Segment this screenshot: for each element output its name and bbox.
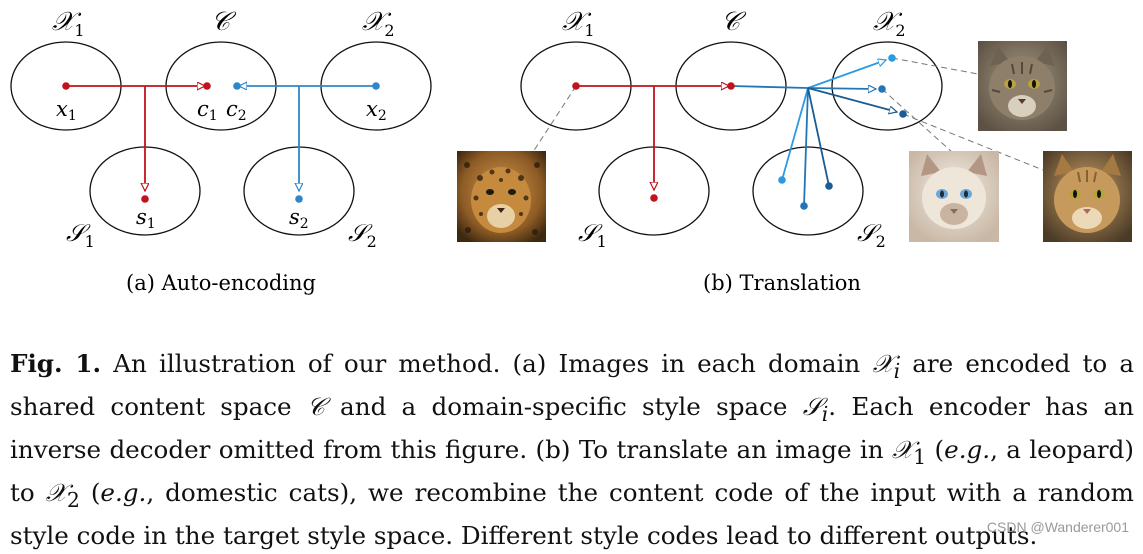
caption-text: . Each encoder has an inverse decoder om… <box>10 391 1134 464</box>
label-x1: x1 <box>56 97 77 124</box>
panel-b: 𝒳1 𝒞 𝒳2 𝒮1 𝒮2 <box>457 7 1132 295</box>
point-out2 <box>878 85 886 93</box>
point-style3 <box>825 182 833 190</box>
arrow-to-out3 <box>807 87 897 112</box>
point-x2 <box>372 82 380 90</box>
caption-subscript: i <box>893 358 901 383</box>
caption-symbol: 𝒞 <box>306 391 325 421</box>
label-S2-a: 𝒮2 <box>348 219 377 251</box>
label-X2-a: 𝒳2 <box>362 7 395 40</box>
label-X1-a: 𝒳1 <box>52 7 85 40</box>
panel-a: 𝒳1 𝒞 𝒳2 𝒮1 𝒮2 x1 c1 c2 x2 s1 s2 (a) Auto… <box>10 7 432 295</box>
line-style3 <box>807 87 830 187</box>
point-style2 <box>800 202 808 210</box>
caption-text: , domestic cats), we recombine the conte… <box>10 477 1134 550</box>
line-c-to-hub <box>730 85 809 89</box>
caption-text: An illustration of our method. (a) Image… <box>101 349 873 378</box>
label-X1-b: 𝒳1 <box>562 7 595 40</box>
dash-orange <box>902 113 1044 171</box>
tabby-cat-image <box>978 41 1067 131</box>
caption-symbol: 𝒳 <box>45 477 67 507</box>
label-C-a: 𝒞 <box>211 7 237 37</box>
caption-text: and a domain-specific style space <box>324 391 803 421</box>
caption-text: , a leopard) to <box>10 434 1134 507</box>
label-c2: c2 <box>226 97 247 124</box>
label-S2-b: 𝒮2 <box>857 219 886 251</box>
point-style1 <box>778 176 786 184</box>
ellipse-S2-b <box>752 146 864 236</box>
caption-eg: e.g. <box>944 434 991 464</box>
caption-eg: e.g. <box>100 477 147 507</box>
watermark: CSDN @Wanderer001 <box>986 519 1129 535</box>
caption-lead: Fig. 1. <box>10 349 102 378</box>
dash-tabby <box>891 57 979 75</box>
caption-symbol: 𝒳 <box>872 349 894 378</box>
label-c1: c1 <box>197 97 218 124</box>
caption-text: ( <box>926 434 945 464</box>
arrow-to-out1 <box>807 60 886 89</box>
label-s2: s2 <box>289 205 309 232</box>
point-c-b <box>727 82 735 90</box>
point-s1 <box>141 195 149 203</box>
point-x1 <box>62 82 70 90</box>
point-x1-b <box>572 82 580 90</box>
line-style1 <box>781 87 809 181</box>
dash-leopard <box>532 85 577 153</box>
label-S1-a: 𝒮1 <box>66 219 95 251</box>
caption-text: ( <box>79 477 101 507</box>
label-S1-b: 𝒮1 <box>578 219 607 251</box>
point-s2 <box>295 195 303 203</box>
point-c2 <box>233 82 241 90</box>
label-X2-b: 𝒳2 <box>873 7 906 40</box>
caption-text: are encoded to a shared content space <box>10 349 1134 421</box>
siamese-cat-image <box>909 151 999 242</box>
point-out3 <box>899 110 907 118</box>
caption-subscript: i <box>821 401 829 426</box>
caption-subscript: 2 <box>66 487 80 512</box>
label-s1: s1 <box>136 205 156 232</box>
point-s1-b <box>650 194 658 202</box>
caption-symbol: 𝒳 <box>891 434 914 464</box>
label-x2: x2 <box>366 97 387 124</box>
arrow-to-out2 <box>807 88 876 89</box>
ellipse-X2-b <box>831 41 943 131</box>
caption-a: (a) Auto-encoding <box>126 271 316 295</box>
orange-cat-image <box>1043 151 1132 242</box>
point-out1 <box>888 54 896 62</box>
caption-b: (b) Translation <box>703 271 861 295</box>
label-C-b: 𝒞 <box>721 7 747 37</box>
method-figure: 𝒳1 𝒞 𝒳2 𝒮1 𝒮2 x1 c1 c2 x2 s1 s2 (a) Auto… <box>10 7 1132 295</box>
line-style2 <box>803 87 809 207</box>
dash-siamese <box>881 88 953 153</box>
point-c1 <box>203 82 211 90</box>
leopard-image <box>457 151 546 242</box>
caption-symbol: 𝒮 <box>802 391 822 421</box>
figure-caption: Fig. 1. An illustration of our method. (… <box>10 346 1134 554</box>
caption-subscript: 1 <box>913 444 927 469</box>
